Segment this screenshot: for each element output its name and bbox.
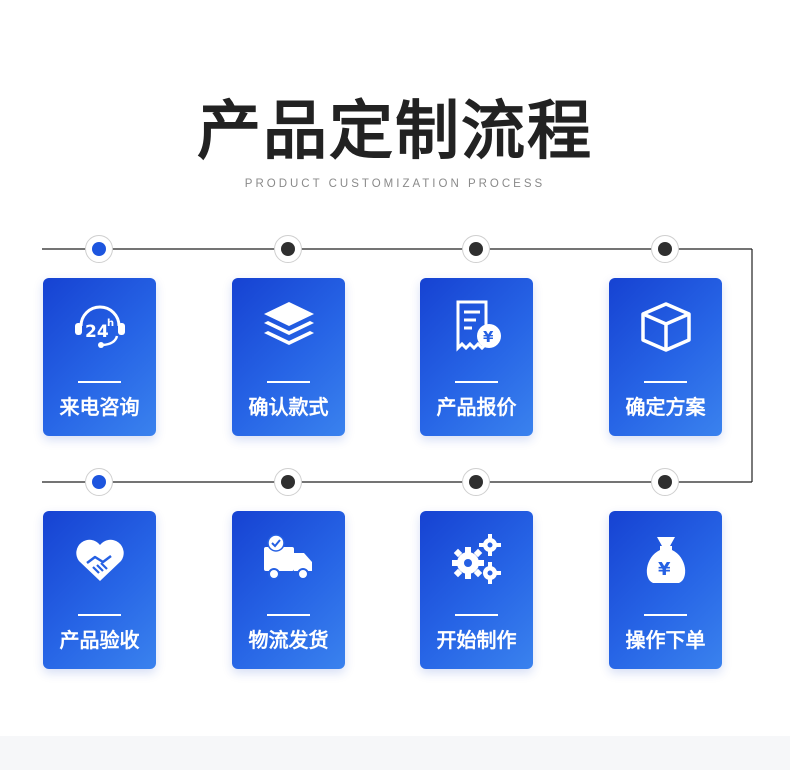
delivery-truck-icon: [264, 534, 312, 580]
card-divider: [644, 614, 687, 616]
step-label: 确认款式: [248, 395, 329, 419]
card-divider: [455, 614, 498, 616]
step-node-8: [651, 468, 679, 496]
step-card-production: 开始制作: [420, 511, 533, 669]
svg-text:h: h: [107, 318, 114, 329]
step-label: 开始制作: [436, 628, 517, 652]
step-dot: [658, 242, 672, 256]
card-divider: [644, 381, 687, 383]
step-node-5: [85, 468, 113, 496]
step-label: 产品报价: [436, 395, 517, 419]
svg-text:24: 24: [85, 322, 109, 342]
card-divider: [267, 614, 310, 616]
step-node-6: [274, 468, 302, 496]
gears-icon: [452, 534, 501, 584]
page-subtitle: PRODUCT CUSTOMIZATION PROCESS: [244, 178, 546, 190]
step-card-plan: 确定方案: [609, 278, 722, 436]
step-label: 物流发货: [248, 628, 329, 652]
step-dot: [281, 475, 295, 489]
step-card-shipping: 物流发货: [232, 511, 345, 669]
page-title: 产品定制流程: [197, 95, 593, 169]
step-dot: [658, 475, 672, 489]
step-label: 产品验收: [59, 628, 140, 652]
card-divider: [455, 381, 498, 383]
step-card-order: ¥ 操作下单: [609, 511, 722, 669]
step-node-3: [462, 235, 490, 263]
handshake-heart-icon: [76, 539, 124, 581]
step-card-quote: ¥ 产品报价: [420, 278, 533, 436]
svg-text:¥: ¥: [483, 328, 494, 346]
box-icon: [641, 302, 691, 352]
24h-headset-icon: 24 h: [75, 305, 125, 348]
card-divider: [78, 381, 121, 383]
layers-icon: [264, 302, 314, 345]
step-label: 确定方案: [625, 395, 706, 419]
money-bag-icon: ¥: [646, 537, 686, 583]
yuan-receipt-icon: ¥: [456, 300, 501, 352]
step-card-consult: 24 h 来电咨询: [43, 278, 156, 436]
step-label: 操作下单: [625, 628, 706, 652]
step-card-acceptance: 产品验收: [43, 511, 156, 669]
footer-band: [0, 736, 790, 770]
svg-text:¥: ¥: [658, 559, 671, 580]
step-dot: [469, 475, 483, 489]
step-dot: [469, 242, 483, 256]
step-node-7: [462, 468, 490, 496]
step-label: 来电咨询: [59, 395, 140, 419]
step-node-1: [85, 235, 113, 263]
step-dot: [281, 242, 295, 256]
step-dot: [92, 242, 106, 256]
step-node-2: [274, 235, 302, 263]
card-divider: [267, 381, 310, 383]
step-card-confirm-style: 确认款式: [232, 278, 345, 436]
card-divider: [78, 614, 121, 616]
step-dot: [92, 475, 106, 489]
step-node-4: [651, 235, 679, 263]
